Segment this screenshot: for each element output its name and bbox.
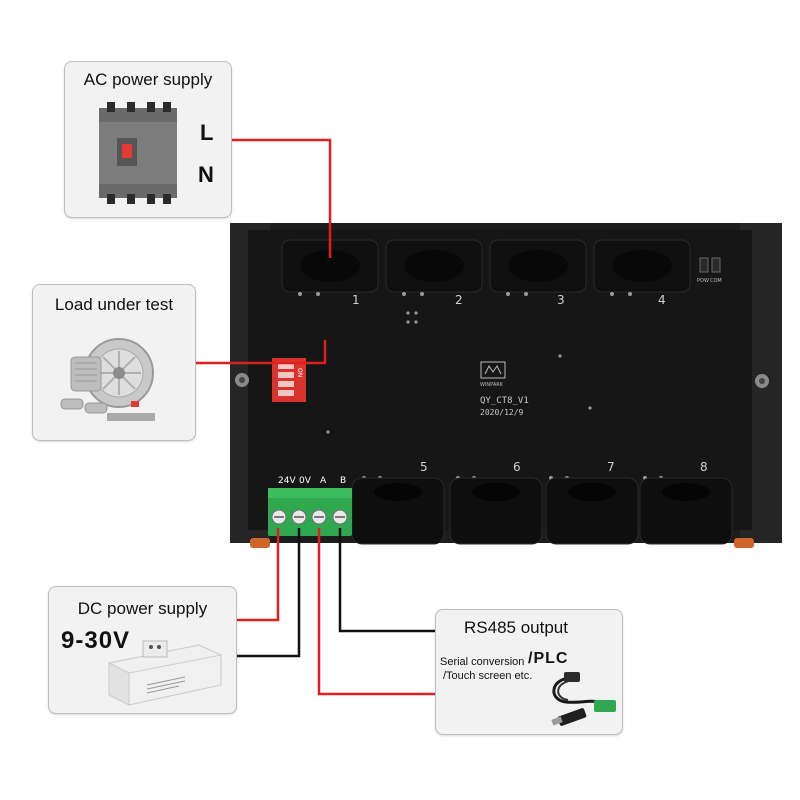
- ac-neutral-label: N: [198, 162, 214, 187]
- ct-core-3: [489, 239, 587, 293]
- ct-core-2: [385, 239, 483, 293]
- blower-motor-icon: [60, 338, 155, 421]
- ac-power-title: AC power supply: [83, 70, 213, 89]
- circuit-breaker-icon: [99, 102, 177, 204]
- terminal-label-0v: 0V: [299, 476, 312, 486]
- rs485-note-plc: /PLC: [528, 650, 569, 667]
- rs485-callout: RS485 output Serial conversion /PLC /Tou…: [435, 609, 623, 735]
- ct-core-7: [545, 477, 639, 545]
- ct-core-5: [351, 477, 445, 545]
- ct-label-7: 7: [607, 460, 615, 474]
- usb-serial-converter-icon: [551, 672, 616, 726]
- ct-label-3: 3: [557, 293, 565, 307]
- led-label-com: COM: [710, 278, 722, 284]
- ct-core-8: [639, 477, 733, 545]
- ac-line-label: L: [200, 120, 214, 145]
- terminal-label-b: B: [340, 476, 346, 486]
- brand-logo-icon: [480, 361, 506, 379]
- dip-label: ON: [296, 368, 303, 377]
- ct-label-5: 5: [420, 460, 428, 474]
- ct-label-8: 8: [700, 460, 708, 474]
- dip-switch: ON: [272, 358, 306, 402]
- brand-text: WINPARK: [480, 382, 504, 388]
- board-date: 2020/12/9: [480, 408, 524, 417]
- dc-power-callout: DC power supply 9-30V: [48, 586, 237, 714]
- dc-voltage-label: 9-30V: [61, 627, 131, 654]
- ct-label-2: 2: [455, 293, 463, 307]
- terminal-block: [268, 488, 352, 536]
- terminal-label-24v: 24V: [278, 476, 296, 486]
- board-model: QY_CT8_V1: [480, 396, 529, 406]
- ac-power-callout: AC power supply L N: [64, 61, 232, 218]
- ct-core-4: [593, 239, 691, 293]
- terminal-label-a: A: [320, 476, 327, 486]
- ct-label-4: 4: [658, 293, 666, 307]
- led-label-pow: POW: [697, 278, 709, 284]
- ct-core-1: [281, 239, 379, 293]
- ct-core-6: [449, 477, 543, 545]
- ct-label-1: 1: [352, 293, 360, 307]
- rs485-title: RS485 output: [464, 618, 568, 637]
- ct-label-6: 6: [513, 460, 521, 474]
- load-callout: Load under test: [32, 284, 196, 441]
- dc-power-title: DC power supply: [77, 599, 208, 618]
- rs485-note-serial: Serial conversion: [440, 656, 525, 668]
- load-title: Load under test: [54, 295, 174, 314]
- rs485-note-touch: /Touch screen etc.: [443, 670, 533, 682]
- din-rail-power-supply-icon: [108, 640, 222, 706]
